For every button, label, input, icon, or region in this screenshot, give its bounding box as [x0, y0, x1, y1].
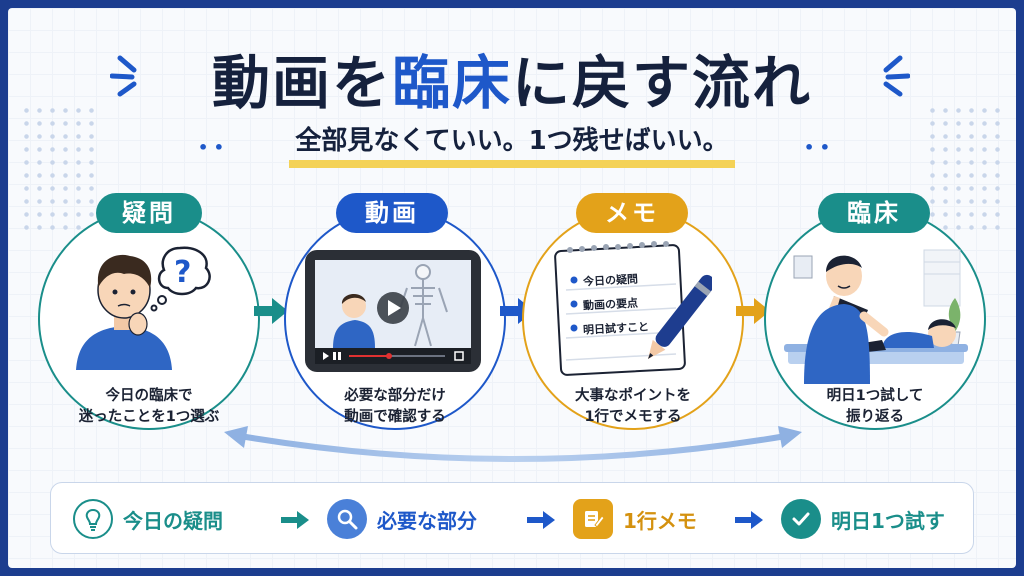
subtitle: 全部見なくていい。1つ残せばいい。 — [8, 126, 1016, 169]
tablet-video-illustration — [305, 250, 481, 372]
summary-label-try: 明日1つ試す — [831, 508, 945, 533]
summary-bar: 今日の疑問 必要な部分 1行メモ 明日1つ試す — [50, 482, 974, 554]
summary-label-memo: 1行メモ — [623, 508, 697, 533]
step-caption-video: 必要な部分だけ 動画で確認する — [344, 388, 446, 426]
burst-icon-left — [110, 55, 137, 97]
step-caption-memo: 大事なポイントを 1行でメモする — [575, 388, 691, 426]
step-pill-question: 疑問 — [96, 193, 202, 233]
svg-text:?: ? — [174, 255, 191, 290]
step-pill-clinic: 臨床 — [818, 193, 930, 233]
lightbulb-icon — [73, 499, 113, 539]
search-icon — [327, 499, 367, 539]
flow-arrow-3 — [736, 298, 770, 324]
therapist-patient-illustration — [784, 249, 968, 384]
title-accent: 臨床 — [391, 49, 512, 117]
summary-arrow-1 — [281, 511, 309, 529]
summary-label-question: 今日の疑問 — [123, 508, 223, 533]
infographic-frame: 動画を臨床に戻す流れ • • 全部見なくていい。1つ残せばいい。 • • 疑問 … — [8, 8, 1016, 568]
title-part1: 動画を — [211, 49, 392, 117]
summary-step-question: 今日の疑問 — [73, 495, 223, 543]
notepad-illustration — [554, 241, 712, 376]
loop-arrow — [224, 426, 802, 462]
title-part2: に戻す流れ — [512, 49, 813, 117]
step-circle-clinic — [764, 208, 986, 430]
memo-item-2: 動画の要点 — [582, 296, 639, 313]
subtitle-dots-right: • • — [804, 138, 831, 157]
page-title: 動画を臨床に戻す流れ — [8, 36, 1016, 120]
flow-arrow-1 — [254, 298, 288, 324]
summary-arrow-2 — [527, 511, 555, 529]
step-caption-question: 今日の臨床で 迷ったことを1つ選ぶ — [78, 388, 220, 426]
decorative-dots-right — [926, 104, 1006, 234]
subtitle-dots-left: • • — [198, 138, 225, 157]
burst-icon-right — [883, 55, 910, 97]
memo-pencil-icon — [573, 499, 613, 539]
subtitle-text: 全部見なくていい。1つ残せばいい。 — [289, 126, 735, 169]
summary-step-try: 明日1つ試す — [781, 495, 945, 543]
summary-arrow-3 — [735, 511, 763, 529]
step-circle-question — [38, 208, 260, 430]
summary-step-search: 必要な部分 — [327, 495, 477, 543]
decorative-dots-left — [20, 104, 100, 234]
step-pill-video: 動画 — [336, 193, 448, 233]
memo-item-1: 今日の疑問 — [582, 272, 639, 289]
check-circle-icon — [781, 499, 821, 539]
step-circle-memo — [522, 208, 744, 430]
step-caption-clinic: 明日1つ試して 振り返る — [826, 388, 924, 426]
summary-step-memo: 1行メモ — [573, 495, 697, 543]
step-pill-memo: メモ — [576, 193, 688, 233]
thinking-person-illustration: ? — [76, 246, 211, 370]
summary-label-search: 必要な部分 — [377, 508, 477, 533]
